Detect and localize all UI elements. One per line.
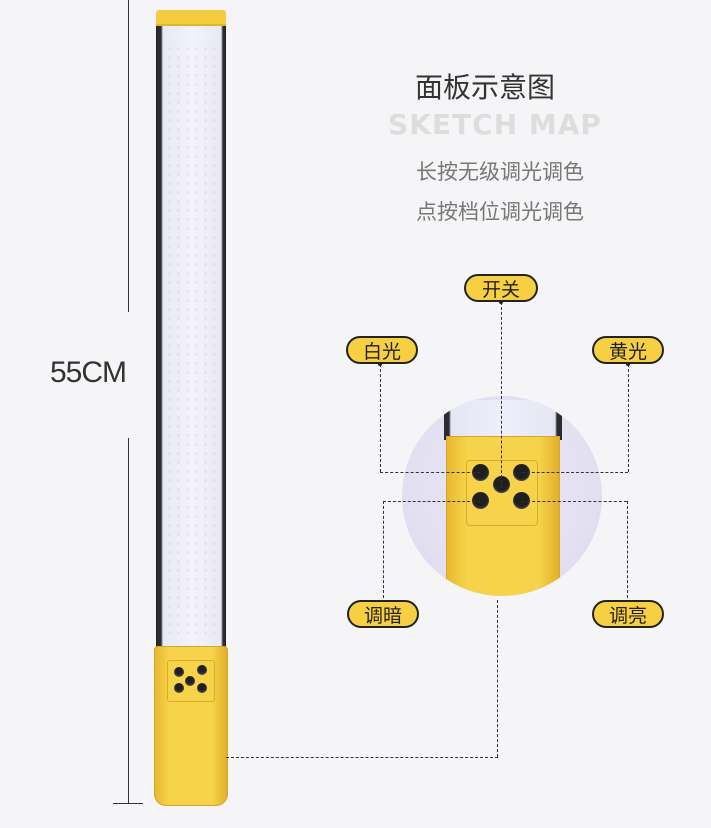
handle-button-panel <box>167 660 215 702</box>
connector-yellow-vertical <box>628 364 629 472</box>
label-dim: 调暗 <box>347 600 419 628</box>
connector-handle-horizontal <box>226 757 498 758</box>
handle-button-bottom-right <box>197 683 207 693</box>
label-bright: 调亮 <box>592 600 664 628</box>
connector-handle-vertical <box>497 600 498 757</box>
light-tube-top-cap <box>156 10 226 26</box>
zoom-dim-button <box>472 492 489 509</box>
connector-white-vertical <box>380 364 381 472</box>
zoom-bright-button <box>513 492 530 509</box>
handle-button-bottom-left <box>174 683 184 693</box>
zoom-handle <box>446 436 560 596</box>
zoom-detail-circle <box>402 396 602 596</box>
handle-button-top-left <box>174 667 184 677</box>
led-dots <box>165 44 217 634</box>
light-tube-body <box>156 14 226 648</box>
connector-dim-vertical <box>383 501 384 598</box>
zoom-button-panel <box>466 460 538 526</box>
connector-bright-vertical <box>627 501 628 598</box>
handle-button-top-right <box>197 665 207 675</box>
connector-power <box>501 302 502 488</box>
dot-yellow <box>626 362 630 366</box>
light-tube-handle <box>154 646 228 806</box>
connector-yellow-horizontal <box>522 472 628 473</box>
dimension-label: 55CM <box>50 356 127 389</box>
dimension-gap <box>110 312 150 438</box>
label-yellow-light: 黄光 <box>592 336 664 364</box>
label-power: 开关 <box>464 274 538 302</box>
connector-white-horizontal <box>380 472 480 473</box>
connector-bright-horizontal <box>522 501 627 502</box>
zoom-white-button <box>472 464 489 481</box>
dot-white <box>378 362 382 366</box>
zoom-yellow-button <box>513 464 530 481</box>
connector-dim-horizontal <box>383 501 480 502</box>
description-short-press: 点按档位调光调色 <box>416 200 584 224</box>
description-long-press: 长按无级调光调色 <box>416 160 584 184</box>
dot-power <box>499 300 503 304</box>
handle-button-center <box>185 676 195 686</box>
label-white-light: 白光 <box>346 336 418 364</box>
zoom-tube-segment <box>444 400 562 440</box>
title-english: SKETCH MAP <box>388 108 602 141</box>
title-chinese: 面板示意图 <box>414 71 555 104</box>
dimension-end-cap <box>113 803 143 804</box>
